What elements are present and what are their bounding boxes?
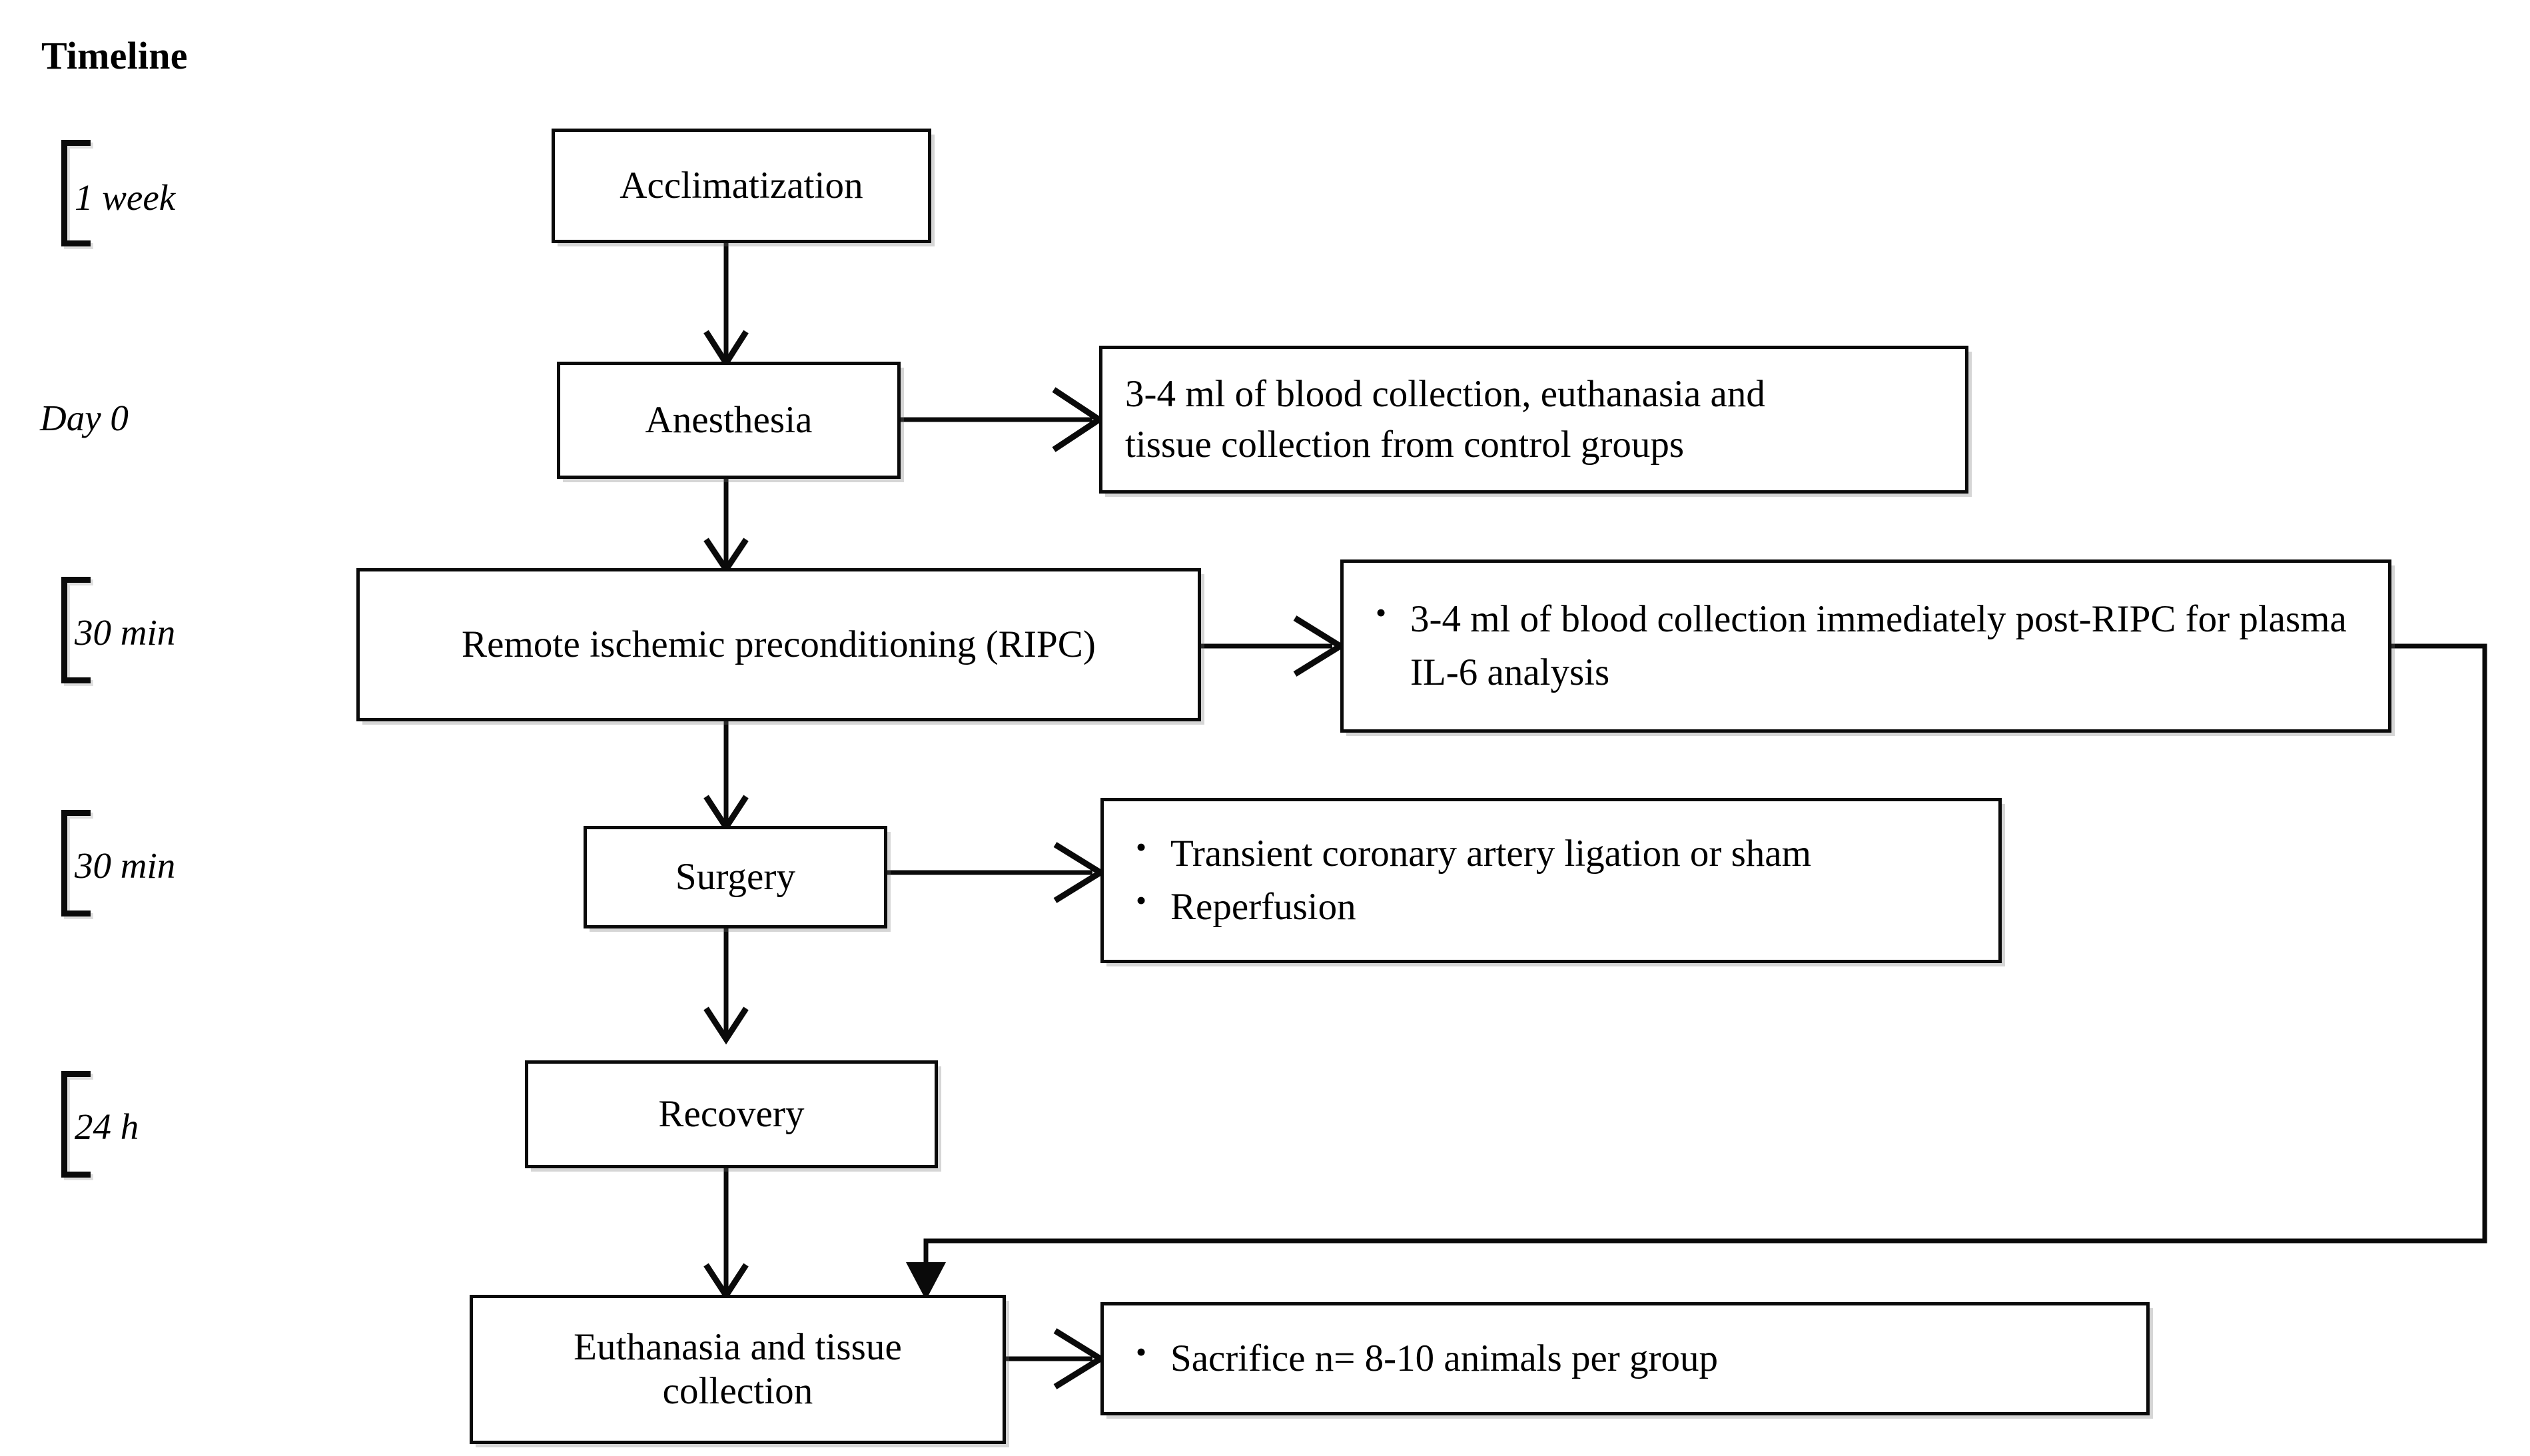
node-acclimatization[interactable]: Acclimatization [552,129,931,243]
edge-recovery-euthanasia [703,1167,749,1301]
timeline-bracket-1-week [61,140,91,246]
node-recovery[interactable]: Recovery [525,1060,938,1168]
timeline-label-1-week: 1 week [75,177,176,218]
euthanasia-note-bullet-list: Sacrifice n= 8-10 animals per group [1126,1331,2124,1385]
anesthesia-note-line1: 3-4 ml of blood collection, euthanasia a… [1125,372,1765,415]
edge-ripc-surgery [703,721,749,833]
node-surgery[interactable]: Surgery [584,826,887,928]
edge-anesthesia-note [901,387,1105,452]
edge-surgery-note [886,842,1106,903]
anesthesia-note-line2: tissue collection from control groups [1125,424,1684,466]
side-box-euthanasia-note[interactable]: Sacrifice n= 8-10 animals per group [1100,1302,2150,1415]
surgery-note-bullet-1: Transient coronary artery ligation or sh… [1126,826,1976,881]
node-euthanasia[interactable]: Euthanasia and tissue collection [470,1295,1006,1444]
surgery-note-bullet-list: Transient coronary artery ligation or sh… [1126,826,1976,934]
timeline-label-24-h: 24 h [75,1106,139,1147]
timeline-header: Timeline [41,34,188,77]
edge-surgery-recovery [703,927,749,1045]
timeline-bracket-24-h [61,1071,91,1178]
side-box-ripc-note[interactable]: 3-4 ml of blood collection immediately p… [1340,559,2391,733]
surgery-note-bullet-2: Reperfusion [1126,879,1976,934]
edge-ripc-note [1199,615,1346,677]
node-acclimatization-label: Acclimatization [620,164,863,206]
side-box-anesthesia-note[interactable]: 3-4 ml of blood collection, euthanasia a… [1099,346,1968,494]
edge-acclimatization-anesthesia [703,242,749,369]
node-recovery-label: Recovery [658,1092,805,1135]
side-box-anesthesia-note-text: 3-4 ml of blood collection, euthanasia a… [1102,369,1965,471]
timeline-label-day-0: Day 0 [40,398,129,438]
node-ripc-label: Remote ischemic preconditioning (RIPC) [461,623,1096,665]
node-euthanasia-label-line2: collection [662,1370,813,1412]
timeline-label-30-min-surgery: 30 min [75,845,176,886]
node-surgery-label: Surgery [675,855,796,898]
timeline-bracket-30-min-surgery [61,810,91,916]
edge-euthanasia-note [1006,1328,1106,1389]
timeline-label-30-min-ripc: 30 min [75,612,176,653]
node-anesthesia[interactable]: Anesthesia [557,362,901,479]
node-ripc[interactable]: Remote ischemic preconditioning (RIPC) [356,568,1201,721]
edge-anesthesia-ripc [703,478,749,575]
side-box-surgery-note[interactable]: Transient coronary artery ligation or sh… [1100,798,2002,963]
node-euthanasia-label-line1: Euthanasia and tissue [574,1325,902,1368]
timeline-bracket-30-min-ripc [61,577,91,683]
node-euthanasia-label: Euthanasia and tissue collection [564,1325,911,1413]
node-anesthesia-label: Anesthesia [645,398,813,441]
ripc-note-bullet-1: 3-4 ml of blood collection immediately p… [1366,591,2365,699]
ripc-note-bullet-list: 3-4 ml of blood collection immediately p… [1366,591,2365,699]
euthanasia-note-bullet-1: Sacrifice n= 8-10 animals per group [1126,1331,2124,1385]
edge-ripc-note-euthanasia-routed [906,643,2487,1300]
